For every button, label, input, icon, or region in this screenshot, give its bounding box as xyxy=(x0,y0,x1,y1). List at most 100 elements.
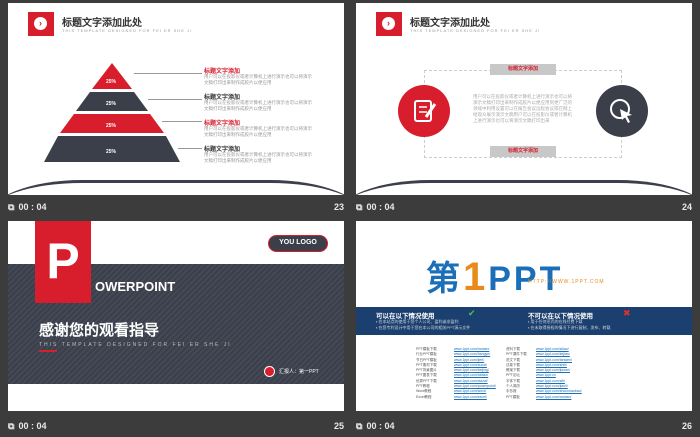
slide-number: 24 xyxy=(681,202,692,212)
reporter-label: 汇报人：第一PPT xyxy=(279,369,319,375)
connector-line xyxy=(148,99,202,100)
slide-thumbnail-25[interactable]: P OWERPOINT YOU LOGO 感谢您的观看指导 THIS TEMPL… xyxy=(0,218,350,437)
logo-part: 1 xyxy=(463,255,489,299)
slide-thumbnail-26[interactable]: 第1PPT HTTP://WWW.1PPT.COM 可以在以下情况使用 ✔ ▪ … xyxy=(350,218,700,437)
pyramid-chart xyxy=(44,63,180,162)
slide-duration: 00 : 04 xyxy=(366,202,395,212)
transition-icon: ⧉ xyxy=(356,201,363,212)
check-icon: ✔ xyxy=(468,308,476,318)
cannot-use-line: ▪ 用于任何形式的在线付费下载 xyxy=(528,319,583,324)
transition-icon: ⧉ xyxy=(8,201,15,212)
connector-line xyxy=(134,73,202,74)
connector-line xyxy=(178,148,202,149)
thanks-title: 感谢您的观看指导 xyxy=(39,322,160,339)
bottom-decoration xyxy=(8,183,344,195)
pyramid-level-label: 25% xyxy=(106,79,117,85)
logo-part: 第 xyxy=(426,260,463,298)
link-item: 优秀PPT下载 xyxy=(416,378,437,383)
item-body: 用户可以在投影仪或者计算机上进行演示也可以将演示文稿打印出来制作成胶片以便应用 xyxy=(204,152,312,163)
link-item: PPT模板下载 xyxy=(416,347,437,351)
tag-label: 标题文字添加 xyxy=(490,146,556,157)
link-item: PPT教程 xyxy=(416,384,430,389)
usage-bar xyxy=(356,307,692,335)
link-item: 字体下载 xyxy=(506,378,520,383)
slide-meta-bar: ⧉00 : 04 23 xyxy=(8,196,344,218)
link-urls-right: www.1ppt.com/ziliao/ www.1ppt.com/kejian… xyxy=(536,347,582,399)
item-body: 用户可以在投影仪或者计算机上进行演示也可以将演示文稿打印出来制作成胶片以便应用 xyxy=(204,74,312,85)
links-left: PPT模板下载 行业PPT模板 节日PPT模板 PPT素材下载 PPT背景图片 … xyxy=(416,347,437,400)
link-item: 个人简历 xyxy=(506,384,520,389)
link-item: 范文下载 xyxy=(506,357,520,362)
accent-line xyxy=(39,350,57,352)
item-body: 用户可以在投影仪或者计算机上进行演示也可以将演示文稿打印出来制作成胶片以便应用 xyxy=(204,100,312,111)
slide-title: 标题文字添加此处 xyxy=(410,18,490,29)
slide-preview: › 标题文字添加此处 THIS TEMPLATE DESIGNED FOR FE… xyxy=(8,3,344,195)
header-badge: › xyxy=(376,12,402,36)
reporter: 汇报人：第一PPT xyxy=(264,366,319,377)
link-item: PPT素材下载 xyxy=(416,362,437,367)
cannot-use-title: 不可以在以下情况使用 xyxy=(528,313,593,320)
link-item: 节日PPT模板 xyxy=(416,357,437,362)
can-use-line: ▪ 在本站点的使用于您个人公司、盈利或非盈利 xyxy=(376,319,459,324)
brand-text: OWERPOINT xyxy=(95,279,176,294)
link-item: PPT图表下载 xyxy=(416,373,437,378)
transition-icon: ⧉ xyxy=(8,420,15,431)
slide-preview: 第1PPT HTTP://WWW.1PPT.COM 可以在以下情况使用 ✔ ▪ … xyxy=(356,221,692,411)
item-title: 标题文字添加 xyxy=(204,147,241,153)
logo-part: PPT xyxy=(488,260,564,298)
tag-label: 标题文字添加 xyxy=(490,64,556,75)
link-item: Word教程 xyxy=(416,389,432,394)
slide-number: 25 xyxy=(333,421,344,431)
link-item: 教案下载 xyxy=(506,368,520,373)
slide-number: 26 xyxy=(681,421,692,431)
slide-meta-bar: ⧉00 : 04 25 xyxy=(8,415,344,437)
links-right: 资料下载 PPT课件下载 范文下载 试卷下载 教案下载 PPT论坛 字体下载 个… xyxy=(506,347,527,400)
link-item: 手抄报 xyxy=(506,389,517,394)
slide-meta-bar: ⧉00 : 04 26 xyxy=(356,415,692,437)
item-title: 标题文字添加 xyxy=(204,121,241,127)
slide-preview: P OWERPOINT YOU LOGO 感谢您的观看指导 THIS TEMPL… xyxy=(8,221,344,411)
link-urls-left: www.1ppt.com/moban/ www.1ppt.com/hangye/… xyxy=(454,347,496,399)
slide-subtitle: THIS TEMPLATE DESIGNED FOR FEI ER SHE JI xyxy=(62,28,193,33)
pyramid-level-label: 25% xyxy=(106,123,117,129)
slide-meta-bar: ⧉00 : 04 24 xyxy=(356,196,692,218)
can-use-title: 可以在以下情况使用 xyxy=(376,313,435,320)
slide-duration: 00 : 04 xyxy=(366,421,395,431)
chevron-right-icon: › xyxy=(382,17,395,30)
site-url: HTTP://WWW.1PPT.COM xyxy=(528,279,605,285)
slide-number: 23 xyxy=(333,202,344,212)
header-badge: › xyxy=(28,12,54,36)
slide-thumbnail-24[interactable]: › 标题文字添加此处 THIS TEMPLATE DESIGNED FOR FE… xyxy=(350,0,700,218)
slide-thumbnail-23[interactable]: › 标题文字添加此处 THIS TEMPLATE DESIGNED FOR FE… xyxy=(0,0,350,218)
cross-icon: ✖ xyxy=(623,308,631,318)
slide-subtitle: THIS TEMPLATE DESIGNED FOR FEI ER SHE JI xyxy=(410,28,541,33)
link-item: Excel教程 xyxy=(416,394,432,399)
slide-duration: 00 : 04 xyxy=(18,202,47,212)
item-title: 标题文字添加 xyxy=(204,95,241,101)
can-use-line: ▪ 在您专利设计中用于您在本公司的相关PPT演示文件 xyxy=(376,325,471,330)
body-text: 用户可以在投影仪或者计算机上进行演示也可以将演示文稿打印出来制作成胶片以便应用到… xyxy=(473,94,572,123)
can-use-list: ▪ 在本站点的使用于您个人公司、盈利或非盈利 ▪ 在您专利设计中用于您在本公司的… xyxy=(376,319,470,331)
bottom-decoration xyxy=(356,183,692,195)
link-item: 行业PPT模板 xyxy=(416,352,437,357)
connector-line xyxy=(162,121,202,122)
slide-title: 标题文字添加此处 xyxy=(62,18,142,29)
cannot-use-line: ▪ 在未取得授权的情况下进行复制、发布、转载 xyxy=(528,325,611,330)
pyramid-level-label: 25% xyxy=(106,149,117,155)
chevron-right-icon: › xyxy=(34,17,47,30)
transition-icon: ⧉ xyxy=(356,420,363,431)
item-body: 用户可以在投影仪或者计算机上进行演示也可以将演示文稿打印出来制作成胶片以便应用 xyxy=(204,126,312,137)
link-item: PPT模板 xyxy=(506,394,520,399)
slide-duration: 00 : 04 xyxy=(18,421,47,431)
bottom-band xyxy=(8,384,344,411)
user-icon xyxy=(264,366,275,377)
slide-preview: › 标题文字添加此处 THIS TEMPLATE DESIGNED FOR FE… xyxy=(356,3,692,195)
link-item: PPT论坛 xyxy=(506,373,520,378)
cannot-use-list: ▪ 用于任何形式的在线付费下载 ▪ 在未取得授权的情况下进行复制、发布、转载 xyxy=(528,319,611,331)
link-item: PPT课件下载 xyxy=(506,352,527,357)
edit-icon xyxy=(398,85,450,137)
site-logo: 第1PPT xyxy=(426,251,563,300)
logo-badge: YOU LOGO xyxy=(268,235,328,252)
cursor-click-icon xyxy=(596,85,648,137)
link-item: PPT背景图片 xyxy=(416,368,437,373)
